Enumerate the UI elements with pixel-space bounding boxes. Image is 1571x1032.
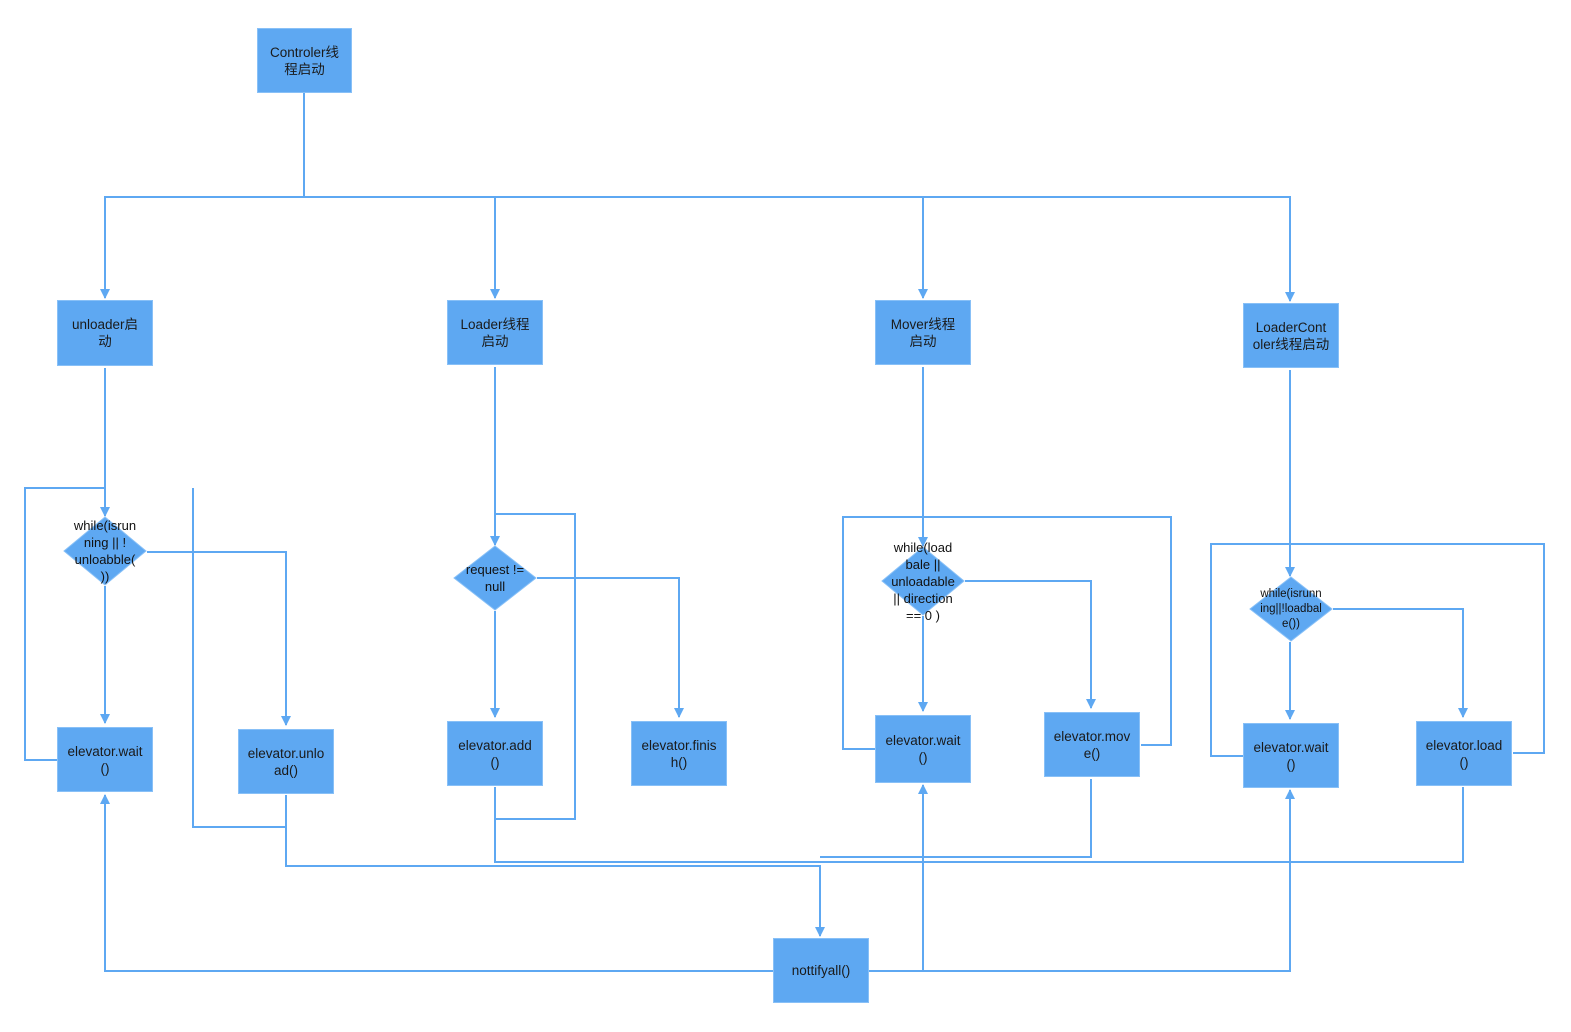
loadercontroller-condition-label: while(isrunn ing||!loadbal e())	[1260, 587, 1322, 630]
edge-ld-cond-to-finish	[537, 577, 684, 718]
controller-start-node: Controler线 程启动	[257, 28, 352, 93]
loadercontroller-load-node: elevator.load ()	[1416, 721, 1512, 786]
mover-start-node: Mover线程 启动	[875, 300, 971, 365]
unloader-start-node: unloader启 动	[57, 300, 153, 366]
unloader-condition-diamond: while(isrun ning || ! unloabble( ))	[63, 516, 147, 586]
loader-add-node: elevator.add ()	[447, 721, 543, 786]
edge-mv-move-notify	[820, 779, 1092, 858]
unloader-condition-label: while(isrun ning || ! unloabble( ))	[73, 518, 137, 584]
mover-condition-diamond: while(load bale || unloadable || directi…	[881, 539, 965, 623]
mover-move-node: elevator.mov e()	[1044, 712, 1140, 777]
loader-condition-diamond: request != null	[453, 545, 537, 611]
edge-ctrl-to-mover	[304, 196, 928, 299]
loader-finish-node: elevator.finis h()	[631, 721, 727, 786]
edge-mv-cond-to-move	[965, 580, 1096, 709]
edge-lc-cond-to-load	[1333, 608, 1468, 718]
edge-ld-add-notify	[494, 819, 820, 863]
unloader-unload-node: elevator.unlo ad()	[238, 729, 334, 794]
edge-notify-to-lc-wait	[923, 789, 1295, 972]
edge-ctrl-to-loader	[304, 196, 500, 299]
edge-lc-load-notify	[820, 787, 1464, 863]
loadercontroller-start-node: LoaderCont oler线程启动	[1243, 303, 1339, 368]
edge-unl-unload-notify	[285, 827, 825, 937]
notify-all-node: nottifyall()	[773, 938, 869, 1003]
loader-condition-label: request != null	[465, 562, 525, 594]
mover-condition-label: while(load bale || unloadable || directi…	[891, 539, 955, 623]
edge-ld-add-loop	[494, 513, 576, 820]
edge-lc-wait-loop	[1210, 543, 1545, 757]
edge-unl-cond-to-unload	[147, 551, 291, 726]
edge-mv-wait-loop	[842, 516, 1172, 750]
mover-wait-node: elevator.wait ()	[875, 715, 971, 783]
edge-notify-to-mv-wait	[869, 784, 928, 972]
edge-notify-to-unl-wait	[100, 794, 773, 972]
edge-unl-unload-loop	[192, 488, 287, 828]
loadercontroller-condition-diamond: while(isrunn ing||!loadbal e())	[1249, 576, 1333, 642]
loader-start-node: Loader线程 启动	[447, 300, 543, 365]
loadercontroller-wait-node: elevator.wait ()	[1243, 723, 1339, 788]
edge-ctrl-to-unloader	[100, 196, 304, 299]
edge-unl-wait-loop	[24, 487, 106, 761]
unloader-wait-node: elevator.wait ()	[57, 727, 153, 792]
